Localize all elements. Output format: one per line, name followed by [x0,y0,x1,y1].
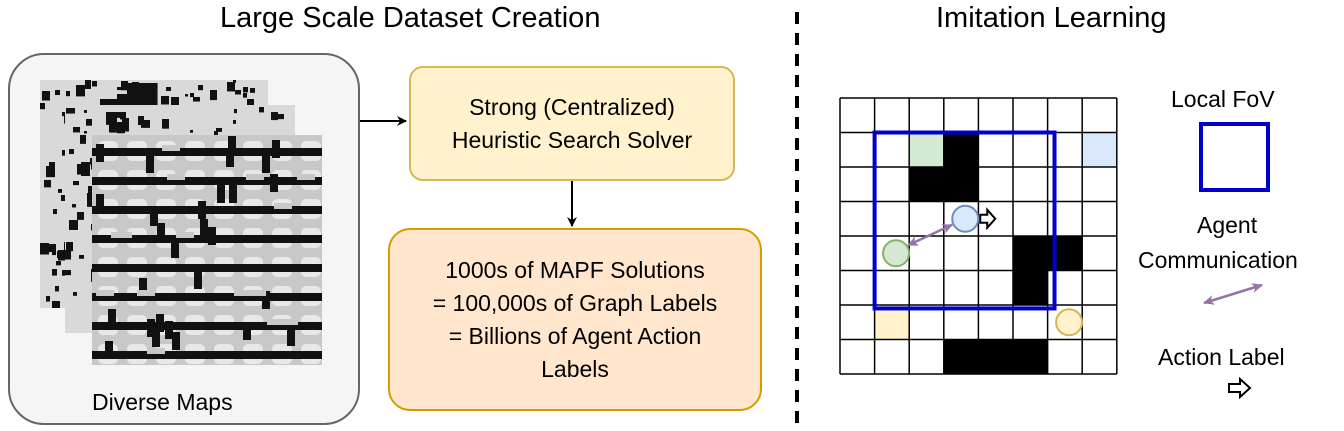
obstacle-cell [943,167,979,202]
obstacle-cell [1013,270,1049,306]
communication-label: Communication [1138,247,1298,273]
solver-line-2: Heuristic Search Solver [451,126,693,153]
solutions-line-4: Labels [541,355,609,382]
obstacle-cell [978,339,1014,375]
grid-world [839,97,1118,375]
obstacle-cell [1013,339,1049,375]
communication-legend-arrow [1203,283,1263,305]
solutions-line-1: 1000s of MAPF Solutions [445,256,705,283]
local-fov-box [872,130,1057,311]
agent-yellow [1055,308,1084,337]
highlight-cell [909,132,944,167]
obstacle-cell [1013,236,1049,271]
dataset-creation-title: Large Scale Dataset Creation [220,2,601,34]
agent-green [882,239,911,268]
local-fov-legend-square [1199,122,1270,192]
solver-line-1: Strong (Centralized) [469,93,675,120]
agent-blue [951,204,980,233]
warehouse-map-front [92,135,322,365]
action-arrow-icon [1228,377,1252,399]
action-arrow-icon [979,207,997,231]
local-fov-label: Local FoV [1171,86,1275,112]
diverse-maps-panel: Diverse Maps [8,53,360,425]
action-label-text: Action Label [1158,344,1285,370]
obstacle-cell [943,339,979,375]
solutions-line-3: = Billions of Agent Action [448,322,702,349]
heuristic-search-solver-box: Strong (Centralized) Heuristic Search So… [409,66,735,181]
agent-communication-arrow [907,223,954,247]
mapf-solutions-box: 1000s of MAPF Solutions = 100,000s of Gr… [388,228,762,411]
imitation-learning-title: Imitation Learning [936,2,1167,34]
obstacle-cell [943,132,979,168]
solutions-line-2: = 100,000s of Graph Labels [432,289,718,316]
diverse-maps-label: Diverse Maps [92,389,233,415]
obstacle-cell [909,167,945,202]
highlight-cell [874,305,910,340]
highlight-cell [1082,132,1117,167]
agent-label: Agent [1197,212,1258,238]
